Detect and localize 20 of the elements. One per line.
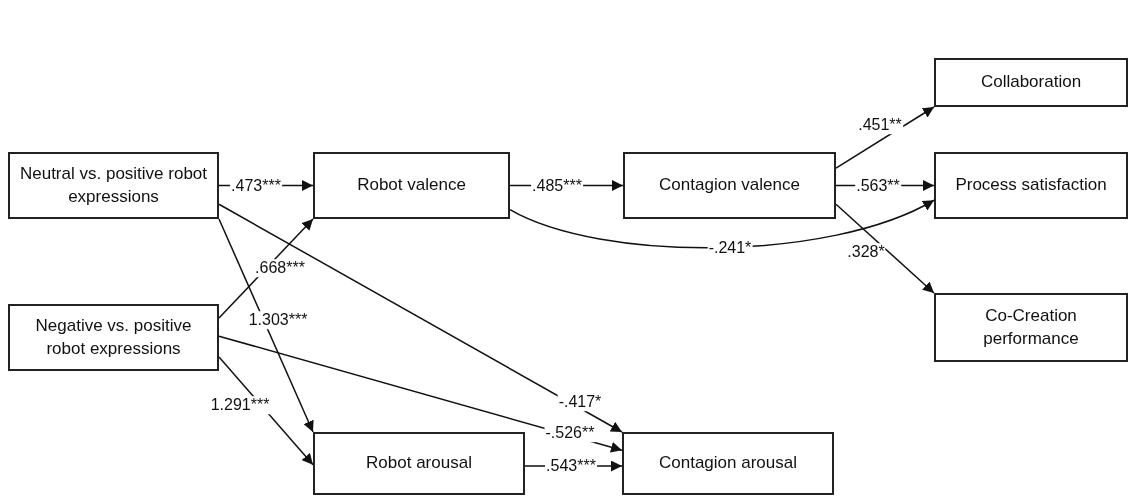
edge-label: 1.291*** [209, 396, 271, 414]
edge-label: .668*** [254, 259, 306, 277]
variable-box: Robot valence [313, 152, 510, 219]
arrow [835, 106, 935, 169]
variable-box: Collaboration [934, 58, 1128, 107]
arrow [218, 218, 314, 433]
variable-box: Contagion arousal [622, 432, 834, 495]
edge-label: -.526** [544, 424, 596, 442]
variable-box: Robot arousal [313, 432, 525, 495]
edge-label: 1.303*** [247, 311, 309, 329]
arrow [509, 199, 935, 249]
arrow [835, 203, 935, 294]
variable-box: Process satisfaction [934, 152, 1128, 219]
arrow [218, 203, 623, 433]
variable-box: Neutral vs. positive robot expressions [8, 152, 219, 219]
edge-label: -.417* [557, 393, 603, 411]
edge-label: .451** [857, 116, 903, 134]
variable-box: Contagion valence [623, 152, 836, 219]
variable-box: Co-Creation performance [934, 293, 1128, 362]
variable-box: Negative vs. positive robot expressions [8, 304, 219, 371]
